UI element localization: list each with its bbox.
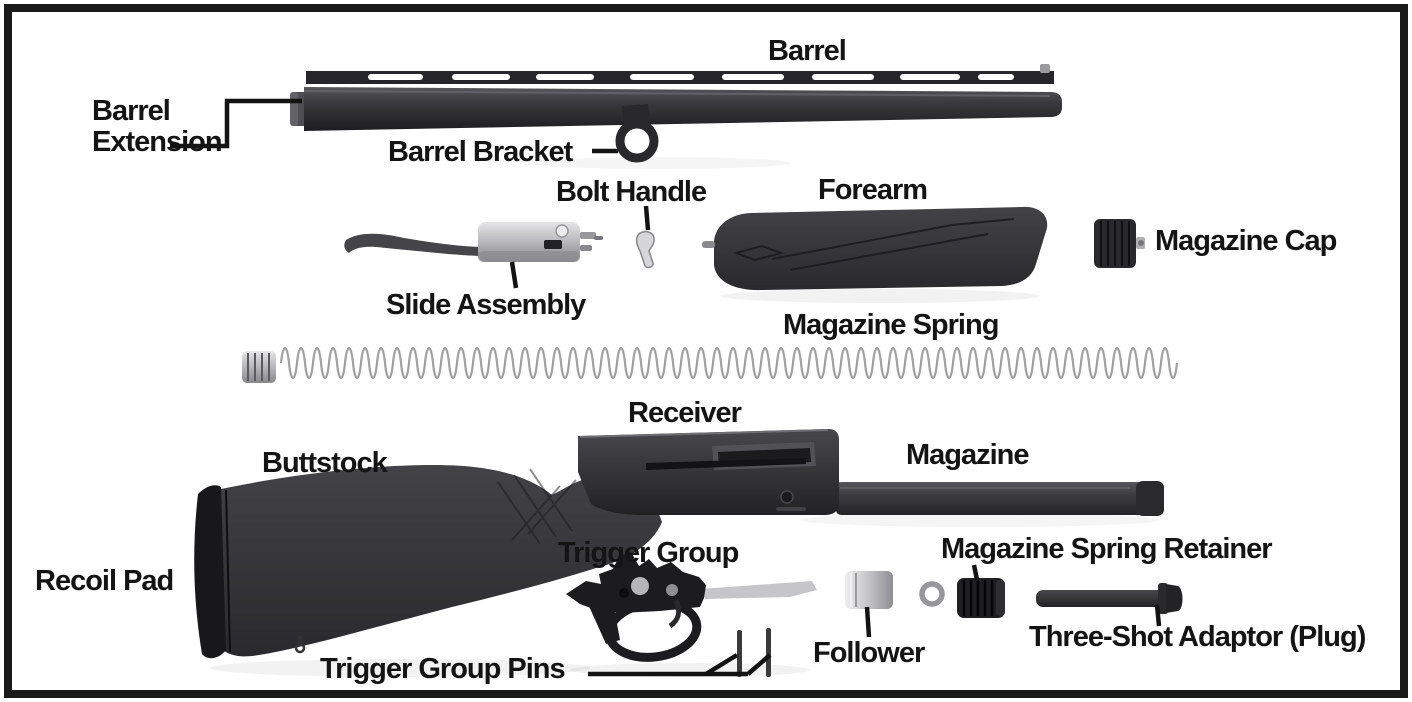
barrel-body <box>304 87 1062 131</box>
leader-trigger-group-pins-d1 <box>704 653 739 676</box>
label-slide-assembly: Slide Assembly <box>386 289 586 321</box>
carrier-bar <box>700 581 817 599</box>
leader-magazine-spring-retainer <box>971 564 980 581</box>
bolt-handle-illustration <box>635 230 655 269</box>
leader-barrel-extension <box>170 98 302 149</box>
leader-follower <box>864 606 872 638</box>
buttstock-part <box>210 464 662 657</box>
trigger-group-pins-illustration <box>737 628 771 677</box>
label-barrel: Barrel <box>768 35 847 67</box>
label-buttstock: Buttstock <box>262 447 388 479</box>
recoil-pad-part <box>194 485 226 659</box>
trigger-group-illustration <box>566 552 817 662</box>
label-barrel-extension: Barrel Extension <box>92 95 223 158</box>
receiver-assembly-illustration <box>194 429 1164 659</box>
label-forearm: Forearm <box>818 174 928 206</box>
magazine-spring-illustration <box>242 346 1179 383</box>
spring-end-cap <box>242 351 276 383</box>
barrel-illustration <box>290 64 1062 131</box>
label-trigger-group: Trigger Group <box>558 537 739 569</box>
receiver-part <box>578 429 839 515</box>
leader-three-shot-adaptor <box>1154 604 1162 627</box>
label-magazine-cap: Magazine Cap <box>1155 225 1337 257</box>
label-trigger-group-pins: Trigger Group Pins <box>320 653 566 685</box>
follower-illustration <box>845 571 893 609</box>
forearm-pin <box>702 241 715 248</box>
slide-link-arm <box>344 233 480 256</box>
label-magazine-spring-retainer: Magazine Spring Retainer <box>941 533 1273 565</box>
label-follower: Follower <box>813 637 925 669</box>
buttstock-sling-stud <box>294 636 306 654</box>
magazine-spring-retainer-illustration <box>957 578 1005 618</box>
receiver-slot <box>646 458 806 470</box>
three-shot-adaptor-illustration <box>1036 583 1183 614</box>
trigger-blade <box>668 599 682 629</box>
leader-bolt-handle <box>643 205 651 231</box>
label-receiver: Receiver <box>628 397 742 429</box>
slide-assembly-illustration <box>344 222 603 262</box>
receiver-button <box>780 490 794 504</box>
label-three-shot-adaptor: Three-Shot Adaptor (Plug) <box>1029 621 1366 653</box>
label-bolt-handle: Bolt Handle <box>556 176 707 208</box>
o-ring-illustration <box>919 581 945 607</box>
label-recoil-pad: Recoil Pad <box>35 565 174 597</box>
forearm-illustration <box>702 206 1048 291</box>
magazine-cap-illustration <box>1094 219 1145 268</box>
leader-trigger-group-pins-d2 <box>746 653 772 676</box>
leader-lines <box>170 98 1162 677</box>
trigger-guard <box>604 598 702 662</box>
barrel-rib-vents <box>368 74 1014 80</box>
label-magazine: Magazine <box>906 439 1030 471</box>
label-barrel-extension-line1: Barrel <box>92 95 171 127</box>
label-barrel-extension-line2: Extension <box>92 126 223 158</box>
grip-checkering <box>497 468 577 545</box>
barrel-bracket-illustration <box>615 104 659 163</box>
label-magazine-spring: Magazine Spring <box>783 309 999 341</box>
label-barrel-bracket: Barrel Bracket <box>388 136 573 168</box>
magazine-tube-part <box>836 482 1164 515</box>
magazine-spring-coil <box>279 346 1179 380</box>
leader-slide-assembly <box>509 261 519 289</box>
front-sight-bead <box>1040 64 1050 73</box>
